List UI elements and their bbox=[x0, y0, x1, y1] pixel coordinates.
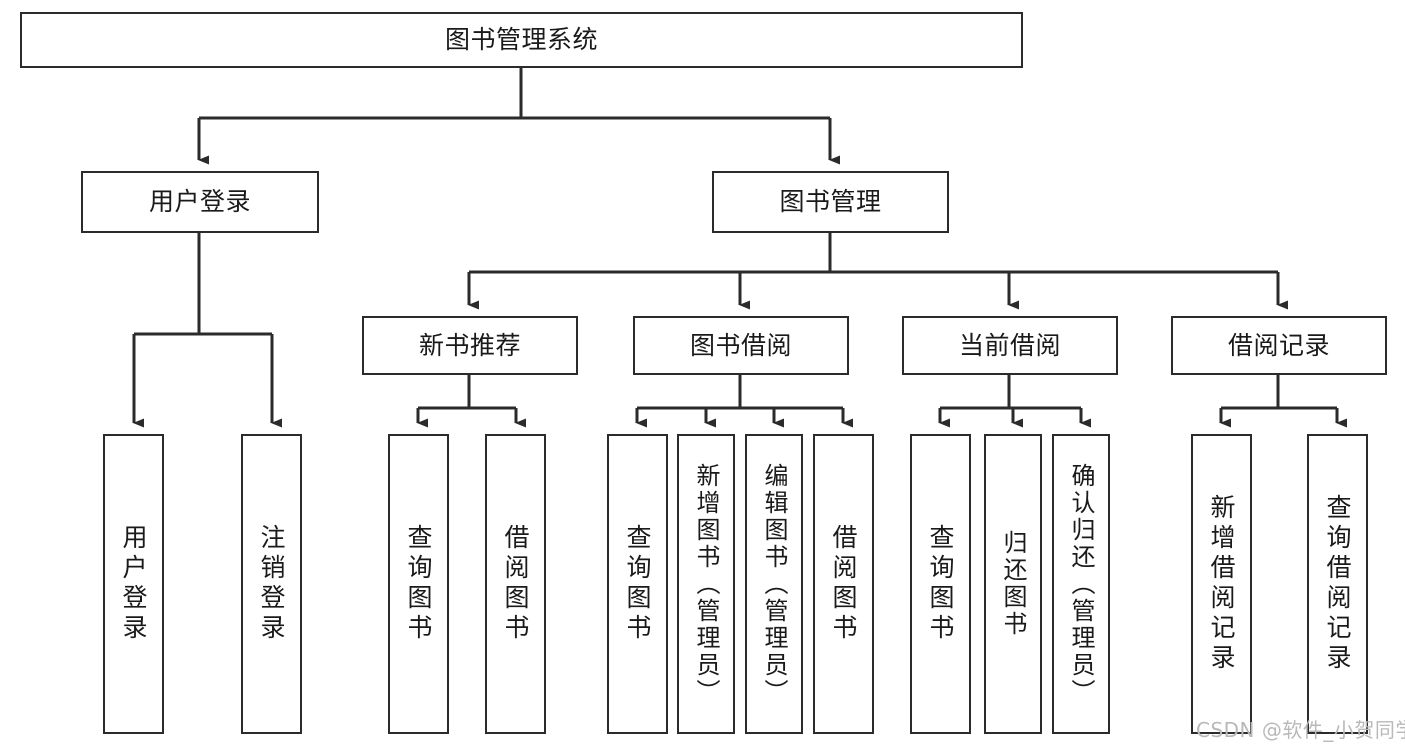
node-book-management[interactable]: 图书管理 bbox=[712, 171, 949, 233]
node-label: 查询图书 bbox=[404, 524, 433, 644]
leaf-confirm-return-admin[interactable]: 确认归还（管理员） bbox=[1052, 434, 1110, 734]
leaf-query-books-borrow[interactable]: 查询图书 bbox=[607, 434, 668, 734]
leaf-user-logout[interactable]: 注销登录 bbox=[241, 434, 302, 734]
node-label: 新增图书（管理员） bbox=[692, 462, 720, 706]
node-label: 确认归还（管理员） bbox=[1067, 462, 1095, 706]
node-label: 借阅记录 bbox=[1227, 330, 1330, 360]
node-label: 查询图书 bbox=[623, 524, 652, 644]
leaf-query-books-recommend[interactable]: 查询图书 bbox=[388, 434, 449, 734]
node-current-borrow[interactable]: 当前借阅 bbox=[902, 316, 1118, 375]
node-label: 查询图书 bbox=[926, 524, 955, 644]
node-label: 注销登录 bbox=[257, 524, 286, 644]
node-user-login[interactable]: 用户登录 bbox=[81, 171, 319, 233]
node-label: 图书管理系统 bbox=[444, 25, 598, 55]
leaf-return-books[interactable]: 归还图书 bbox=[984, 434, 1042, 734]
leaf-query-borrow-record[interactable]: 查询借阅记录 bbox=[1307, 434, 1368, 734]
leaf-query-books-current[interactable]: 查询图书 bbox=[910, 434, 971, 734]
node-label: 当前借阅 bbox=[958, 330, 1061, 360]
node-label: 用户登录 bbox=[148, 187, 251, 217]
leaf-add-book-admin[interactable]: 新增图书（管理员） bbox=[677, 434, 735, 734]
leaf-borrow-books-recommend[interactable]: 借阅图书 bbox=[485, 434, 546, 734]
node-root-system[interactable]: 图书管理系统 bbox=[20, 12, 1023, 68]
node-label: 新增借阅记录 bbox=[1207, 494, 1236, 674]
node-label: 借阅图书 bbox=[829, 524, 858, 644]
node-label: 新书推荐 bbox=[418, 330, 521, 360]
leaf-borrow-books[interactable]: 借阅图书 bbox=[813, 434, 874, 734]
leaf-user-login[interactable]: 用户登录 bbox=[103, 434, 164, 734]
node-label: 归还图书 bbox=[999, 530, 1027, 638]
leaf-add-borrow-record[interactable]: 新增借阅记录 bbox=[1191, 434, 1252, 734]
node-book-borrow[interactable]: 图书借阅 bbox=[633, 316, 849, 375]
node-borrow-records[interactable]: 借阅记录 bbox=[1171, 316, 1387, 375]
node-label: 借阅图书 bbox=[501, 524, 530, 644]
node-label: 查询借阅记录 bbox=[1323, 494, 1352, 674]
node-label: 用户登录 bbox=[119, 524, 148, 644]
leaf-edit-book-admin[interactable]: 编辑图书（管理员） bbox=[745, 434, 803, 734]
csdn-watermark: CSDN @软件_小贺同学 bbox=[1196, 718, 1405, 742]
node-label: 编辑图书（管理员） bbox=[760, 462, 788, 706]
node-new-book-recommend[interactable]: 新书推荐 bbox=[362, 316, 578, 375]
node-label: 图书管理 bbox=[779, 187, 882, 217]
node-label: 图书借阅 bbox=[689, 330, 792, 360]
